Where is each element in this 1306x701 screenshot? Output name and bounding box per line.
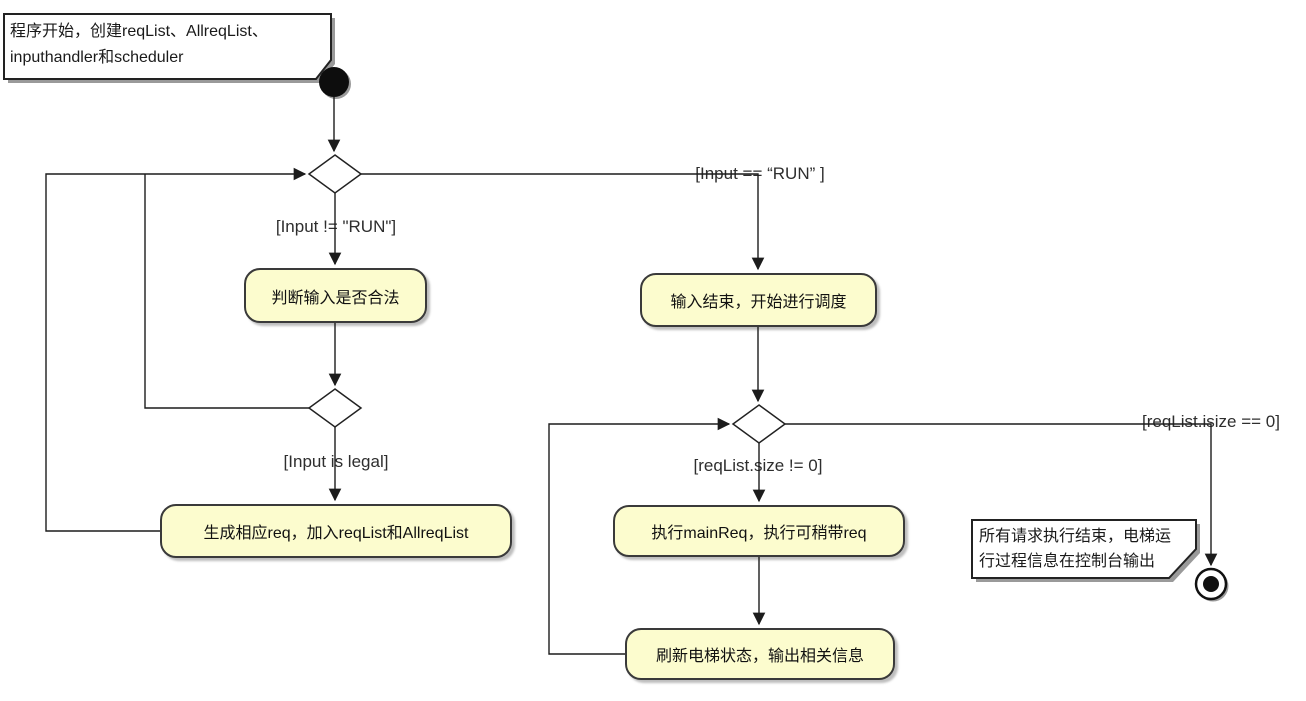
start-note-line2: inputhandler和scheduler [10,49,184,66]
activity-generate-req-label: 生成相应req，加入reqList和AllreqList [203,525,469,542]
activity-exec-main-req-label: 执行mainReq，执行可稍带req [651,525,867,542]
start-note-line1: 程序开始，创建reqList、AllreqList、 [10,23,268,40]
final-node-inner [1203,576,1219,592]
guard-input-is-run: [Input == “RUN” ] [695,164,825,183]
initial-node [319,67,349,97]
activity-begin-schedule: 输入结束，开始进行调度 [640,273,877,327]
guard-reqlist-not-empty: [reqList.size != 0] [693,456,823,475]
guard-input-not-run: [Input != "RUN"] [275,217,397,236]
start-note: 程序开始，创建reqList、AllreqList、 inputhandler和… [10,19,326,71]
activity-begin-schedule-label: 输入结束，开始进行调度 [670,294,847,311]
activity-generate-req: 生成相应req，加入reqList和AllreqList [160,504,512,558]
end-note-line1: 所有请求执行结束，电梯运 [979,528,1172,545]
activity-check-input-label: 判断输入是否合法 [271,289,400,307]
end-note-line2: 行过程信息在控制台输出 [979,553,1156,570]
end-note: 所有请求执行结束，电梯运 行过程信息在控制台输出 [979,524,1191,574]
guard-reqlist-empty: [reqList.isize == 0] [1142,412,1280,431]
activity-refresh-elevator-label: 刷新电梯状态，输出相关信息 [655,648,864,665]
decision-reqlist-diamond [731,404,787,444]
activity-exec-main-req: 执行mainReq，执行可稍带req [613,505,905,557]
final-node-outer [1194,567,1228,601]
decision-legal-diamond [307,388,363,428]
activity-check-input: 判断输入是否合法 [244,268,427,323]
initial-node-shadow [321,69,351,99]
decision-input-diamond [307,154,363,194]
final-node-shadow [1197,570,1229,602]
guard-input-is-legal: [Input is legal] [283,452,389,471]
activity-refresh-elevator: 刷新电梯状态，输出相关信息 [625,628,895,680]
